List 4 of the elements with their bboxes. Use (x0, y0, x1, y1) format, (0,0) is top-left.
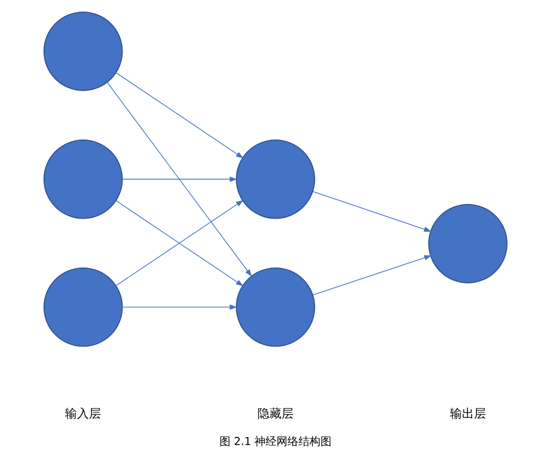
label: 输入层 (65, 406, 102, 420)
label: 隐藏层 (258, 406, 294, 420)
label: 输出层 (450, 406, 486, 420)
caption: 图 2.1 神经网络结构图 (219, 434, 332, 448)
